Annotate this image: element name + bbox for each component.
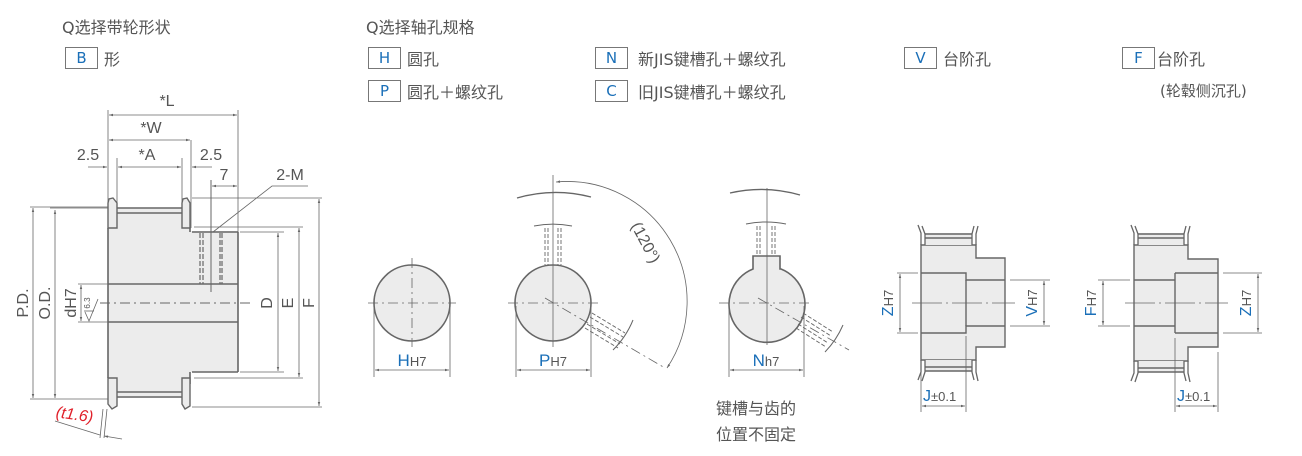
dim-l: *L (159, 93, 174, 110)
bore-code-p: P (368, 80, 401, 102)
bore-option-f[interactable]: F 台阶孔 (1122, 46, 1205, 70)
bore-v-z-label: ZH7 (880, 290, 897, 316)
bore-label-c: 旧JIS键槽孔＋螺纹孔 (638, 83, 786, 102)
bore-option-n[interactable]: N 新JIS键槽孔＋螺纹孔 (595, 46, 786, 70)
bore-code-f: F (1122, 47, 1155, 69)
main-pulley-drawing (30, 110, 322, 440)
bore-label-h: 圆孔 (407, 50, 440, 69)
bore-v-j-label: J±0.1 (923, 388, 956, 405)
belt-shape-heading: Q选择带轮形状 (62, 18, 171, 37)
bore-v-drawing (897, 224, 1050, 412)
dim-flange-left: 2.5 (77, 147, 99, 164)
bore-label-v: 台阶孔 (943, 50, 992, 69)
keyway-note-line2: 位置不固定 (716, 425, 797, 444)
dim-a: *A (139, 147, 156, 164)
dim-od: O.D. (37, 287, 54, 320)
bore-code-c: C (595, 80, 628, 102)
angle-120-label: (120°) (627, 220, 663, 267)
dim-roughness: 6.3 (83, 297, 92, 309)
bore-label-p: 圆孔＋螺纹孔 (407, 83, 504, 102)
bore-h-drawing (368, 258, 456, 377)
dim-flange-right: 2.5 (200, 147, 222, 164)
bore-option-h[interactable]: H 圆孔 (368, 46, 439, 70)
bore-f-j-label: J±0.1 (1177, 388, 1210, 405)
bore-label-n: 新JIS键槽孔＋螺纹孔 (638, 50, 786, 69)
bore-code-v: V (904, 47, 937, 69)
keyway-note-line1: 键槽与齿的 (716, 399, 797, 418)
bore-code-n: N (595, 47, 628, 69)
bore-f-f-label: FH7 (1083, 290, 1100, 316)
bore-h-label: HH7 (398, 351, 427, 370)
bore-code-h: H (368, 47, 401, 69)
main-pulley-labels: *L *W *A 2.5 2.5 7 2-M P.D. O.D. dH7 6.3… (15, 93, 318, 426)
bore-spec-heading: Q选择轴孔规格 (366, 18, 475, 37)
dim-d: D (259, 297, 276, 309)
bore-option-c[interactable]: C 旧JIS键槽孔＋螺纹孔 (595, 79, 786, 103)
shape-option-b[interactable]: B 形 (65, 46, 120, 70)
dim-bore: dH7 (63, 288, 80, 317)
bore-option-p[interactable]: P 圆孔＋螺纹孔 (368, 79, 503, 103)
keyway-note: 键槽与齿的 位置不固定 (716, 396, 796, 448)
bore-p-label: PH7 (539, 351, 567, 370)
dim-flange-thickness: (t1.6) (55, 404, 94, 426)
dim-w: *W (140, 120, 162, 137)
dim-f: F (301, 298, 318, 308)
bore-f-drawing (1098, 224, 1262, 412)
bore-label-f: 台阶孔 (1157, 50, 1206, 69)
bore-n-label: Nh7 (753, 351, 780, 370)
bore-p-drawing (508, 175, 688, 377)
bore-f-sublabel: (轮毂侧沉孔) (1160, 82, 1247, 100)
dim-thread-pos: 7 (220, 167, 229, 184)
shape-label-b: 形 (104, 50, 121, 69)
bore-f-z-label: ZH7 (1238, 290, 1255, 316)
dim-pd: P.D. (15, 288, 32, 317)
dim-thread: 2-M (276, 167, 304, 184)
dim-e: E (280, 298, 297, 309)
bore-v-v-label: VH7 (1024, 289, 1041, 316)
bore-option-v[interactable]: V 台阶孔 (904, 46, 991, 70)
bore-n-drawing (719, 188, 850, 377)
shape-code-b: B (65, 47, 98, 69)
